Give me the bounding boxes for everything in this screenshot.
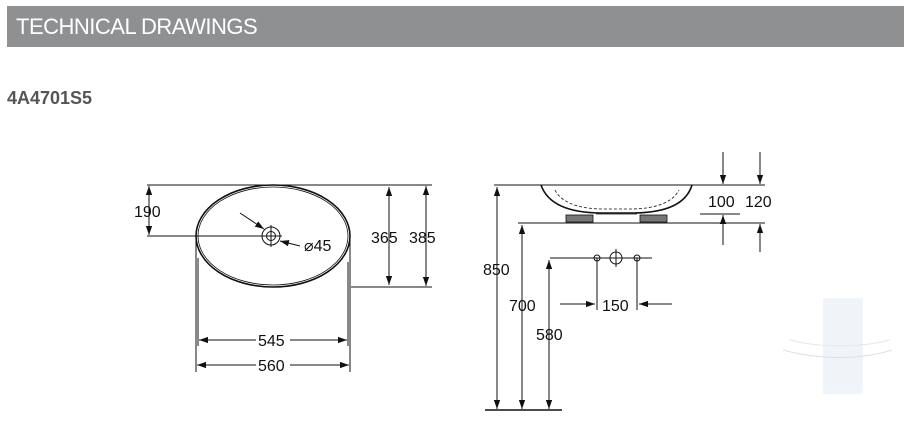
countertop-left <box>565 214 594 223</box>
dim-label-100: 100 <box>708 194 735 211</box>
dim-label-120: 120 <box>745 194 772 211</box>
drain-symbol <box>239 212 301 247</box>
dim-label-560: 560 <box>258 358 285 375</box>
dim-label-190: 190 <box>134 204 161 221</box>
side-view-labels: 100 120 850 700 580 150 <box>483 194 772 344</box>
model-code: 4A4701S5 <box>7 88 93 108</box>
section-header-bar: TECHNICAL DRAWINGS <box>7 6 904 47</box>
dim-label-drain-diameter: ⌀45 <box>304 238 332 255</box>
basin-profile <box>540 184 693 214</box>
side-view <box>485 152 765 411</box>
dim-label-580: 580 <box>536 327 563 344</box>
watermark-graphic <box>782 298 893 394</box>
countertop-right <box>639 214 668 223</box>
dim-label-365: 365 <box>371 230 398 247</box>
dim-label-385: 385 <box>409 230 436 247</box>
dim-label-150: 150 <box>602 298 629 315</box>
top-view <box>145 184 432 372</box>
dim-label-850: 850 <box>483 262 510 279</box>
section-title: TECHNICAL DRAWINGS <box>16 13 258 39</box>
dim-label-700: 700 <box>509 298 536 315</box>
top-view-labels: 190 365 385 ⌀45 545 560 <box>134 204 436 375</box>
dim-label-545: 545 <box>258 333 285 350</box>
